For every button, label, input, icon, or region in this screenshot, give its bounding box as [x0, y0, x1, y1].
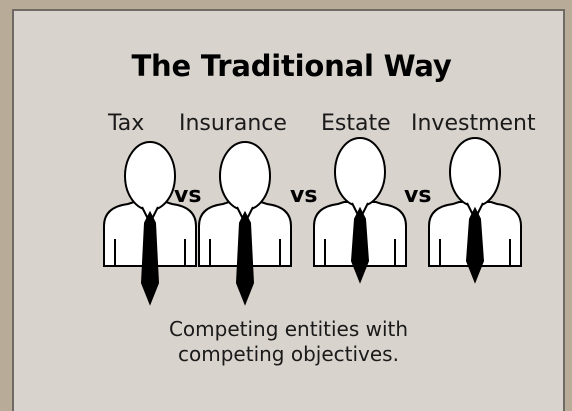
- slide-title: The Traditional Way: [131, 49, 452, 83]
- vs-separator-1: vs: [174, 183, 202, 208]
- caption-line-1: Competing entities with: [168, 317, 409, 341]
- person-icon-estate: [313, 137, 407, 284]
- role-label-investment: Investment: [411, 111, 536, 136]
- person-icon-investment: [428, 137, 522, 284]
- vs-separator-2: vs: [290, 183, 318, 208]
- role-label-insurance: Insurance: [179, 111, 287, 136]
- person-icon-tax: [103, 141, 197, 306]
- vs-separator-3: vs: [404, 183, 432, 208]
- person-icon-insurance: [198, 141, 292, 306]
- caption-line-2: competing objectives.: [178, 342, 399, 366]
- role-label-estate: Estate: [321, 111, 391, 136]
- competing-figures-graphic: [103, 137, 522, 306]
- role-label-tax: Tax: [108, 111, 145, 136]
- slide-panel: The Traditional Way Tax Insurance Estate…: [12, 9, 565, 411]
